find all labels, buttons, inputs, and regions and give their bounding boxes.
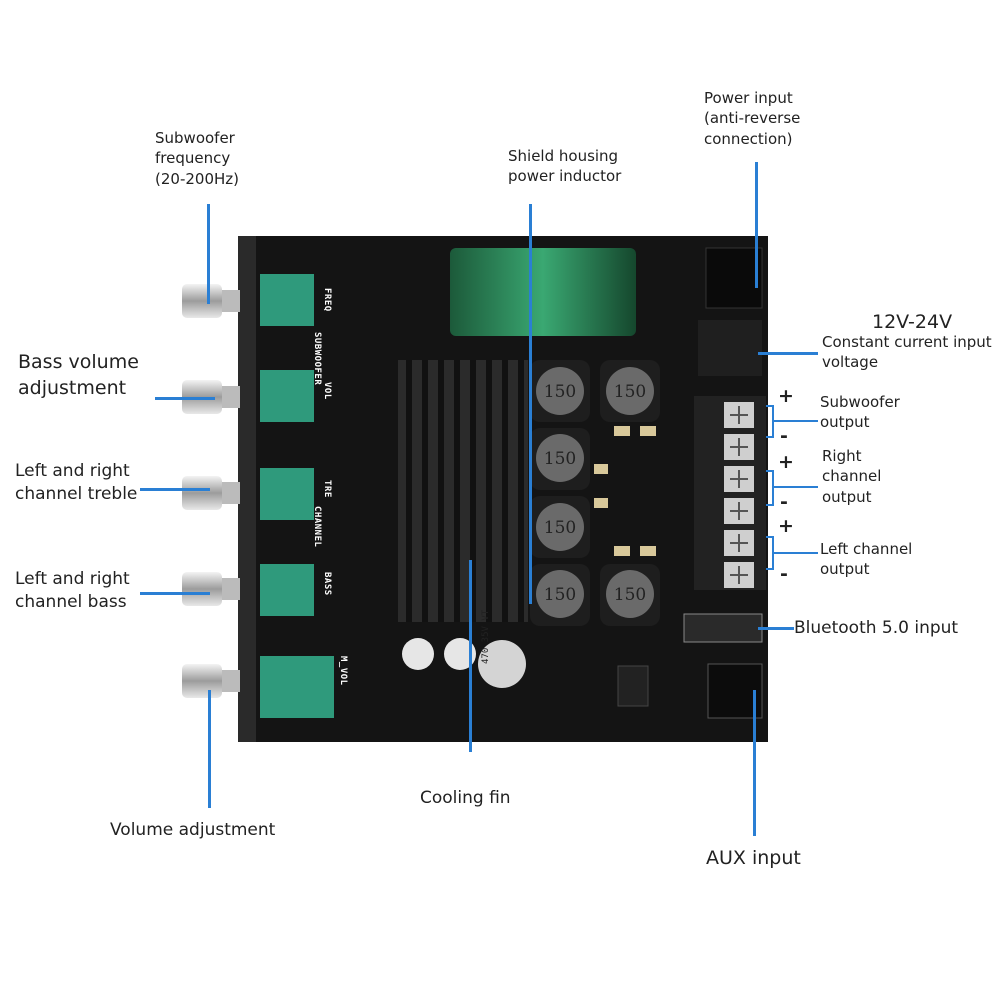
amplifier-board: 150 150 150 150 150 150 470 35V VT [238, 236, 768, 742]
label-aux-input: AUX input [706, 847, 801, 869]
bracket-right-bottom [766, 504, 774, 506]
callout-volume [208, 690, 211, 808]
pcb-label-freq: FREQ [322, 288, 332, 312]
cooling-fin [398, 360, 528, 622]
callout-aux [753, 690, 756, 836]
knob-freq[interactable] [182, 284, 240, 318]
main-capacitor [450, 248, 636, 336]
minus-sign: - [780, 563, 788, 585]
small-capacitor [402, 638, 434, 670]
plus-sign: + [778, 385, 794, 407]
callout-power-input [755, 162, 758, 288]
callout-bass [140, 592, 210, 595]
label-treble: Left and right channel treble [15, 461, 138, 504]
knob-treble[interactable] [182, 476, 240, 510]
bracket-right-stem [772, 486, 818, 488]
plus-sign: + [778, 515, 794, 537]
label-power-input: Power input (anti-reverse connection) [704, 89, 801, 148]
plus-sign: + [778, 451, 794, 473]
large-capacitor [478, 640, 526, 688]
label-bass: Left and right channel bass [15, 569, 130, 612]
inductor-label: 150 [544, 518, 576, 538]
label-bass-volume: Bass volume adjustment [18, 351, 139, 399]
callout-treble [140, 488, 210, 491]
inductor-label: 150 [614, 585, 646, 605]
bracket-left-stem [772, 552, 818, 554]
bracket-left-bottom [766, 568, 774, 570]
power-jack [705, 247, 763, 309]
knobs [182, 284, 240, 698]
terminal-block [694, 396, 766, 590]
bracket-left-top [766, 536, 774, 538]
pot-treble [260, 468, 314, 520]
minus-sign: - [780, 491, 788, 513]
pot-volume [260, 656, 334, 718]
pot-sub-vol [260, 370, 314, 422]
pcb-label-vol: VOL [322, 382, 332, 400]
board-drawing: 150 150 150 150 150 150 470 35V VT [238, 236, 768, 742]
bracket-sub-top [766, 405, 774, 407]
label-cooling-fin: Cooling fin [420, 788, 511, 808]
inductor-label: 150 [544, 382, 576, 402]
pot-freq [260, 274, 314, 326]
smd-components [594, 426, 656, 556]
label-shield-inductor: Shield housing power inductor [508, 147, 622, 186]
pcb-label-m-vol: M_VOL [338, 656, 348, 686]
callout-bass-volume [155, 397, 215, 400]
bluetooth-module [683, 613, 763, 643]
dc-connector [698, 320, 762, 376]
bracket-sub-stem [772, 420, 818, 422]
small-capacitor [444, 638, 476, 670]
ic-chip [617, 665, 649, 707]
pcb-label-tre: TRE [322, 480, 332, 498]
label-subwoofer-frequency: Subwoofer frequency (20-200Hz) [155, 129, 239, 188]
inductor-label: 150 [544, 449, 576, 469]
knob-bass[interactable] [182, 572, 240, 606]
label-volume: Volume adjustment [110, 820, 276, 840]
callout-inductor [529, 204, 532, 604]
knob-volume[interactable] [182, 664, 240, 698]
label-bluetooth: Bluetooth 5.0 input [794, 618, 959, 638]
pcb-label-bass: BASS [322, 572, 332, 596]
callout-freq [207, 204, 210, 304]
minus-sign: - [780, 425, 788, 447]
label-right-channel-output: Right channel output [822, 447, 882, 506]
label-constant-current: Constant current input voltage [822, 333, 992, 372]
pot-bass [260, 564, 314, 616]
callout-bluetooth [758, 627, 794, 630]
inductor-label: 150 [614, 382, 646, 402]
label-subwoofer-output: Subwoofer output [820, 393, 900, 432]
inductor-label: 150 [544, 585, 576, 605]
inductors: 150 150 150 150 150 150 [530, 360, 660, 626]
bracket-right-vert [772, 470, 774, 506]
bracket-sub-bottom [766, 436, 774, 438]
pcb-label-subwoofer: SUBWOOFER [312, 332, 322, 386]
capacitor-label: 470 35V VT [481, 609, 491, 664]
front-panel [238, 236, 256, 742]
callout-cooling-fin [469, 560, 472, 752]
label-left-channel-output: Left channel output [820, 540, 913, 579]
label-voltage-range: 12V-24V [872, 311, 953, 333]
callout-voltage [758, 352, 818, 355]
bracket-right-top [766, 470, 774, 472]
pcb-label-channel: CHANNEL [312, 506, 322, 548]
